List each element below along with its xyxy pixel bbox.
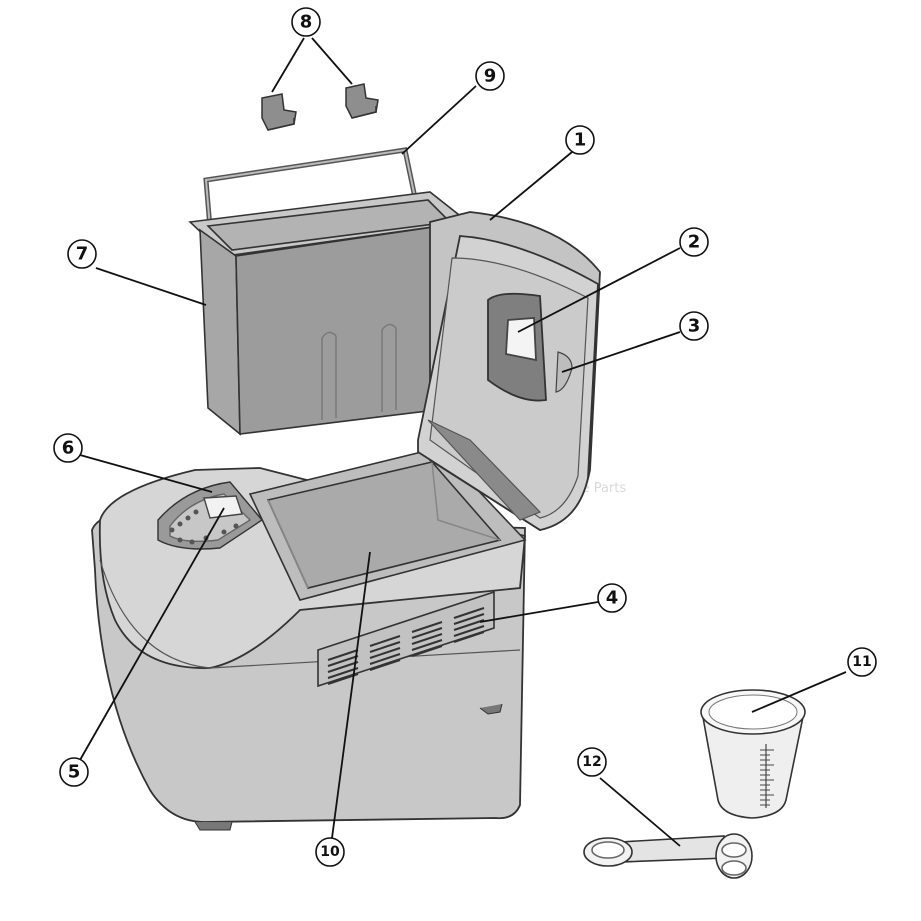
callout-11-label: 11 bbox=[852, 654, 871, 670]
vent-slot bbox=[411, 633, 443, 645]
callout-5-label: 5 bbox=[68, 762, 81, 783]
vent-slot bbox=[453, 625, 485, 637]
vent-slot bbox=[453, 613, 485, 625]
vent-slot bbox=[369, 641, 401, 653]
vent-slot bbox=[327, 649, 359, 661]
vent-slot bbox=[369, 659, 401, 671]
callout-2: 2 bbox=[679, 227, 709, 257]
vent-slot bbox=[327, 667, 359, 679]
callout-12-label: 12 bbox=[582, 754, 601, 770]
kneading-paddles bbox=[261, 83, 379, 131]
vent-grille bbox=[317, 590, 495, 688]
callout-10-label: 10 bbox=[320, 844, 340, 860]
callout-1-label: 1 bbox=[574, 130, 587, 151]
callout-7: 7 bbox=[67, 239, 97, 269]
control-panel bbox=[157, 481, 264, 550]
vent-slot bbox=[411, 627, 443, 639]
callout-6-label: 6 bbox=[62, 438, 75, 459]
vent-slot bbox=[369, 653, 401, 665]
vent-slot bbox=[327, 655, 359, 667]
vent-slot bbox=[369, 635, 401, 647]
callout-3: 3 bbox=[679, 311, 709, 341]
callout-4: 4 bbox=[597, 583, 627, 613]
callout-5: 5 bbox=[59, 757, 89, 787]
measuring-spoon bbox=[583, 833, 753, 879]
baking-pan bbox=[188, 147, 470, 436]
callout-11: 11 bbox=[847, 647, 877, 677]
callout-12: 12 bbox=[577, 747, 607, 777]
display-window bbox=[203, 495, 243, 519]
measuring-cup bbox=[700, 689, 806, 819]
callout-6: 6 bbox=[53, 433, 83, 463]
vent-slot bbox=[453, 607, 485, 619]
vent-slot bbox=[411, 639, 443, 651]
callout-9-label: 9 bbox=[484, 66, 497, 87]
callout-8: 8 bbox=[291, 7, 321, 37]
vent-slot bbox=[369, 647, 401, 659]
callout-8-label: 8 bbox=[300, 12, 313, 33]
vent-slot bbox=[453, 631, 485, 643]
vent-slot bbox=[453, 619, 485, 631]
baking-chamber bbox=[248, 447, 527, 601]
callout-3-label: 3 bbox=[688, 316, 701, 337]
callout-10: 10 bbox=[315, 837, 345, 867]
callout-9: 9 bbox=[475, 61, 505, 91]
callout-7-label: 7 bbox=[76, 244, 89, 265]
callout-1: 1 bbox=[565, 125, 595, 155]
callout-4-label: 4 bbox=[606, 588, 619, 609]
vent-slot bbox=[411, 645, 443, 657]
vent-slot bbox=[411, 621, 443, 633]
vent-slot bbox=[327, 661, 359, 673]
leader-lines bbox=[79, 37, 847, 847]
lid bbox=[417, 211, 601, 531]
callout-2-label: 2 bbox=[688, 232, 701, 253]
